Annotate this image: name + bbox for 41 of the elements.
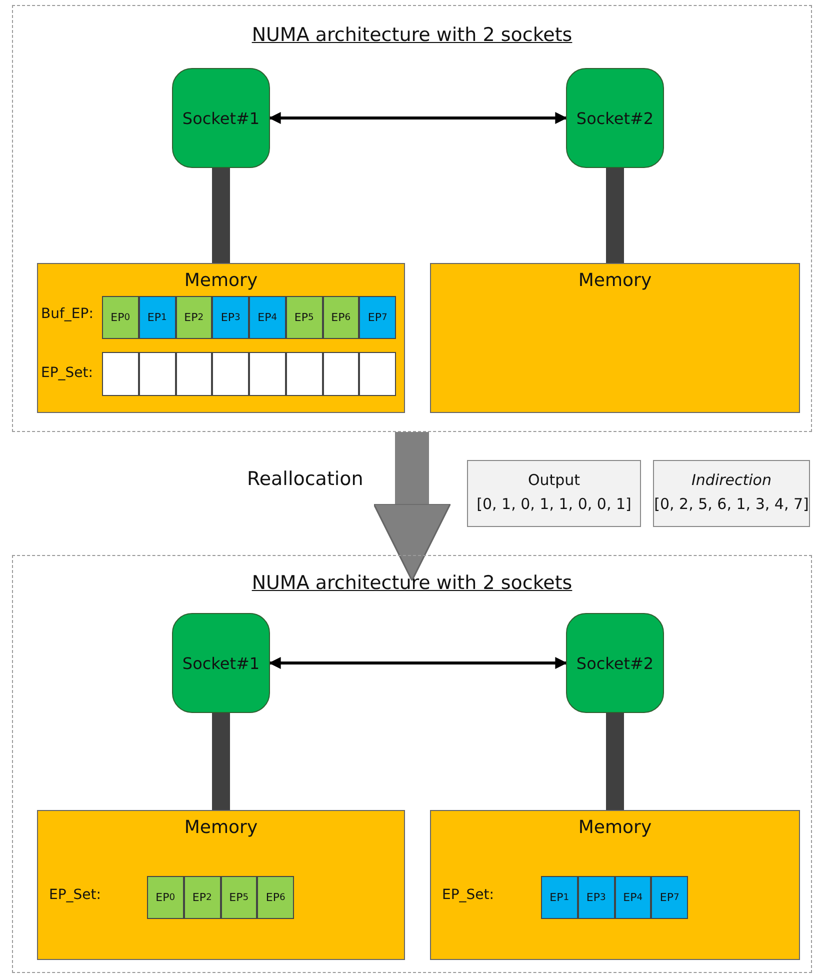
- info-values: [0, 2, 5, 6, 1, 3, 4, 7]: [654, 495, 809, 513]
- double-arrow: [268, 112, 568, 124]
- memory-label: Memory: [184, 817, 258, 838]
- info-values: [0, 1, 0, 1, 1, 0, 0, 1]: [476, 495, 632, 513]
- empty-cell: [286, 352, 322, 396]
- socket-box: Socket#1: [172, 68, 270, 168]
- memory-label: Memory: [578, 270, 652, 291]
- row-label: EP_Set:: [41, 365, 93, 381]
- memory-block: [37, 263, 405, 413]
- memory-label: Memory: [578, 817, 652, 838]
- memory-block: [430, 263, 800, 413]
- socket-box: Socket#2: [566, 613, 664, 713]
- info-box: [467, 460, 641, 527]
- empty-cell: [212, 352, 249, 396]
- memory-block: [430, 810, 800, 960]
- empty-cell: [322, 352, 360, 396]
- connector-bar: [212, 713, 230, 810]
- panel-title: NUMA architecture with 2 sockets: [252, 572, 572, 594]
- info-title: Indirection: [692, 471, 772, 489]
- connector-bar: [606, 713, 624, 810]
- double-arrow: [268, 657, 568, 669]
- row-label: Buf_EP:: [41, 306, 94, 322]
- panel-title: NUMA architecture with 2 sockets: [252, 24, 572, 46]
- empty-cell: [176, 352, 212, 396]
- connector-bar: [606, 168, 624, 263]
- empty-cell: [249, 352, 286, 396]
- empty-cell: [359, 352, 396, 396]
- info-title: Output: [528, 471, 580, 489]
- row-label: EP_Set:: [442, 887, 494, 903]
- dashed-panel: [12, 5, 812, 432]
- empty-cell: [138, 352, 176, 396]
- socket-box: Socket#2: [566, 68, 664, 168]
- info-box: [653, 460, 810, 527]
- memory-block: [37, 810, 405, 960]
- row-label: EP_Set:: [49, 887, 101, 903]
- socket-box: Socket#1: [172, 613, 270, 713]
- dashed-panel: [12, 555, 812, 973]
- empty-cell: [102, 352, 139, 396]
- connector-bar: [212, 168, 230, 263]
- block-arrow: [372, 432, 452, 582]
- memory-label: Memory: [184, 270, 258, 291]
